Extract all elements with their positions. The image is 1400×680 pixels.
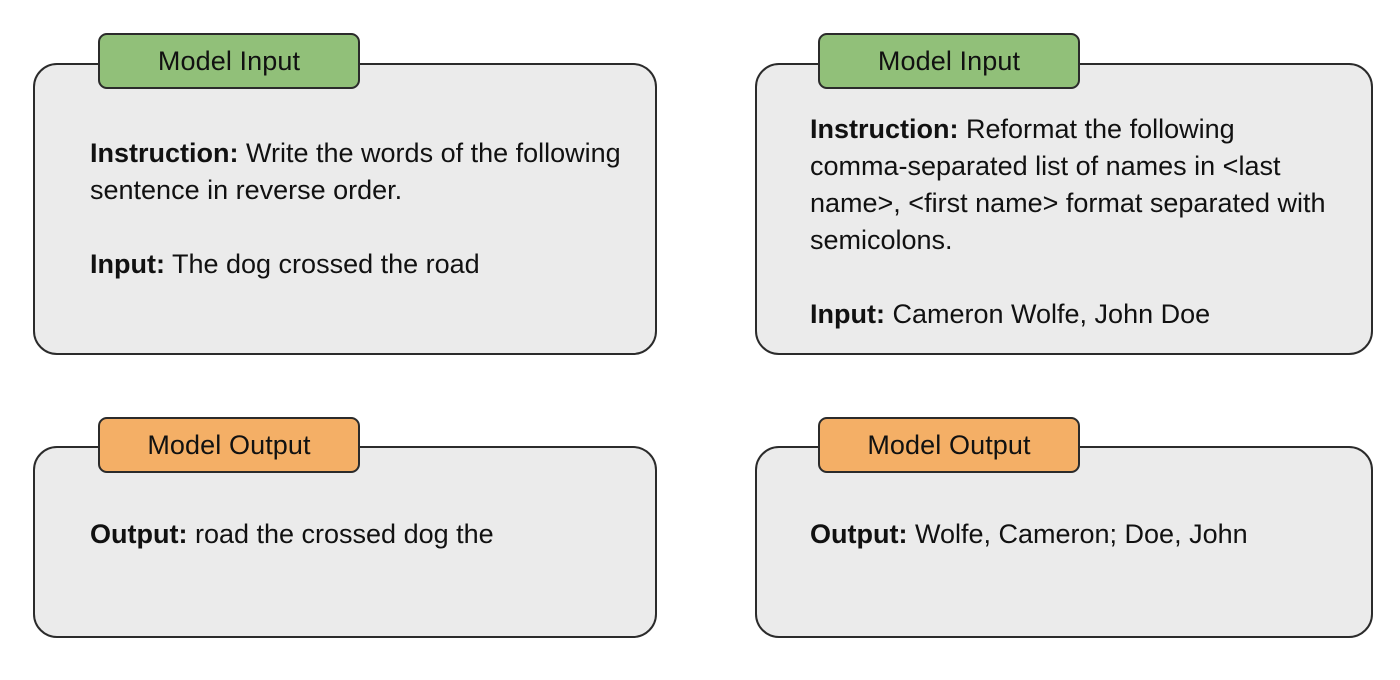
model-input-card-left: Instruction: Write the words of the foll…: [33, 63, 657, 355]
model-input-badge-right: Model Input: [818, 33, 1080, 89]
output-label: Output:: [90, 519, 188, 549]
input-text: Cameron Wolfe, John Doe: [884, 299, 1211, 329]
output-text: road the crossed dog the: [187, 519, 494, 549]
model-output-badge-left: Model Output: [98, 417, 360, 473]
model-output-card-left: Output: road the crossed dog the: [33, 446, 657, 638]
instruction-text: Write the words of the following sentenc…: [90, 138, 621, 205]
instruction-label: Instruction:: [810, 114, 959, 144]
model-output-badge-right: Model Output: [818, 417, 1080, 473]
input-label: Input:: [90, 249, 165, 279]
output-label: Output:: [810, 519, 908, 549]
model-input-body-left: Instruction: Write the words of the foll…: [90, 135, 635, 283]
instruction-label: Instruction:: [90, 138, 239, 168]
model-output-card-right: Output: Wolfe, Cameron; Doe, John: [755, 446, 1373, 638]
instruction-paragraph: Instruction: Reformat the following comm…: [810, 111, 1330, 259]
output-paragraph: Output: Wolfe, Cameron; Doe, John: [810, 516, 1355, 553]
input-text: The dog crossed the road: [164, 249, 480, 279]
model-output-body-left: Output: road the crossed dog the: [90, 516, 635, 553]
input-paragraph: Input: Cameron Wolfe, John Doe: [810, 296, 1330, 333]
model-input-badge-left: Model Input: [98, 33, 360, 89]
input-paragraph: Input: The dog crossed the road: [90, 246, 635, 283]
model-output-body-right: Output: Wolfe, Cameron; Doe, John: [810, 516, 1355, 553]
instruction-paragraph: Instruction: Write the words of the foll…: [90, 135, 635, 209]
model-input-body-right: Instruction: Reformat the following comm…: [810, 111, 1330, 333]
output-paragraph: Output: road the crossed dog the: [90, 516, 635, 553]
output-text: Wolfe, Cameron; Doe, John: [907, 519, 1248, 549]
instruction-text: Reformat the following comma-separated l…: [810, 114, 1326, 255]
input-label: Input:: [810, 299, 885, 329]
model-input-card-right: Instruction: Reformat the following comm…: [755, 63, 1373, 355]
